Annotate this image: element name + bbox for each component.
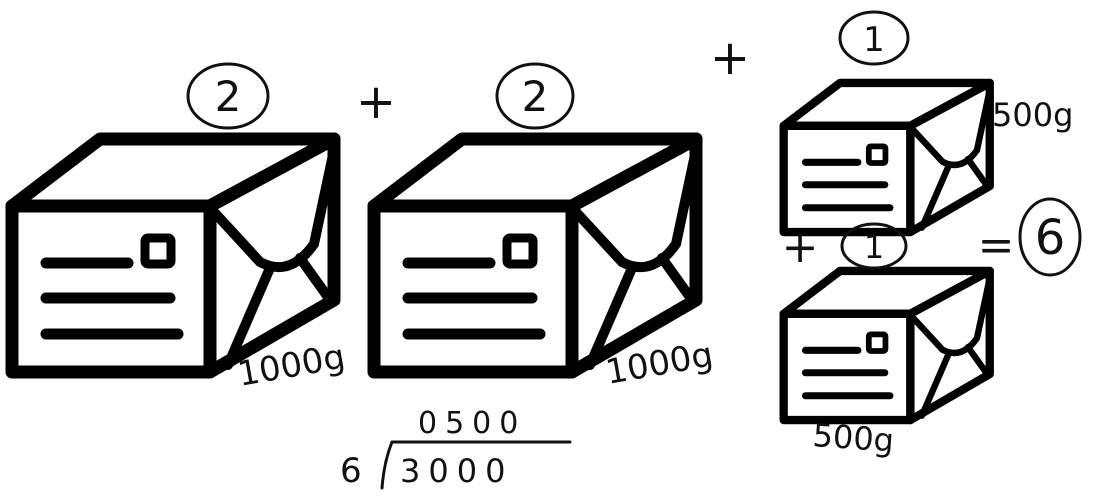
package-box-1 (12, 139, 334, 372)
package-icon (374, 139, 696, 372)
weight-label: 500g (992, 96, 1073, 134)
division-quotient: 0500 (418, 406, 526, 441)
weight-label: 500g (811, 416, 895, 460)
equals-operator: = (978, 220, 1015, 271)
package-icon (784, 83, 990, 232)
package-box-2 (374, 139, 696, 372)
count-circle-4: 1 (842, 224, 906, 268)
package-box-4 (784, 271, 990, 420)
total-value: 6 (1035, 210, 1066, 266)
plus-operator: + (782, 222, 819, 273)
count-value: 2 (215, 72, 242, 121)
package-icon (12, 139, 334, 372)
count-circle-1: 2 (188, 64, 268, 128)
count-circle-3: 1 (840, 12, 908, 64)
package-icon (784, 271, 990, 420)
count-value: 1 (864, 228, 884, 266)
count-value: 2 (522, 72, 549, 121)
long-division: 0500 6 3000 (340, 406, 570, 491)
package-box-3 (784, 83, 990, 232)
division-divisor: 6 (340, 451, 362, 491)
count-circle-2: 2 (497, 64, 573, 128)
count-value: 1 (863, 20, 885, 60)
division-dividend: 3000 (400, 452, 513, 490)
total-circle: 6 (1020, 199, 1080, 275)
plus-operator: + (356, 74, 396, 130)
plus-operator: + (710, 30, 750, 86)
